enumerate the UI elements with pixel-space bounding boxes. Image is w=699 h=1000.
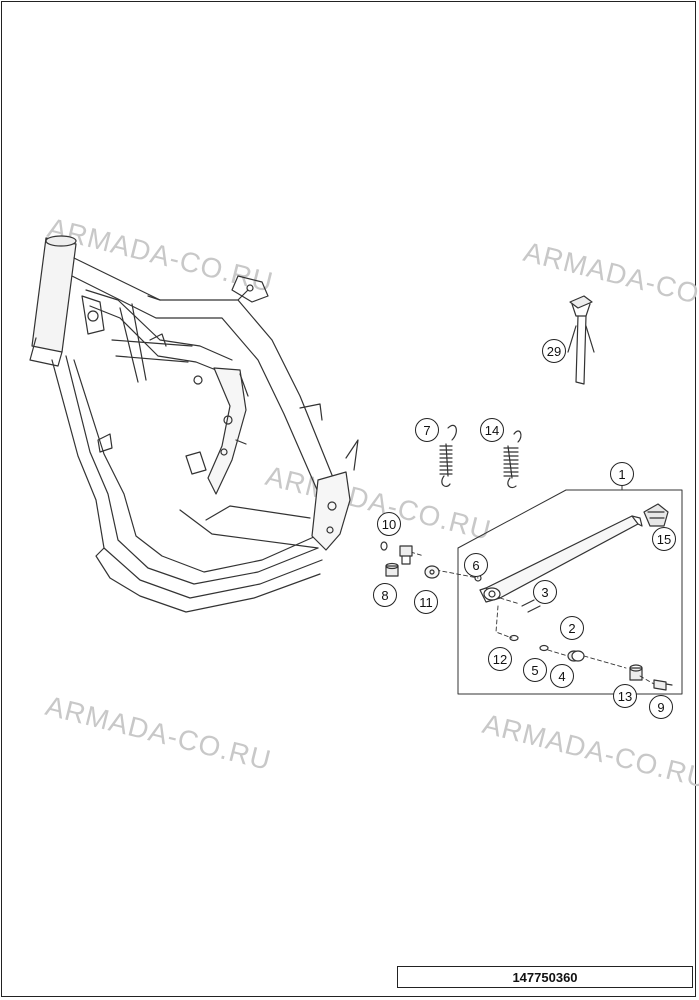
part-callout: 11 xyxy=(414,590,438,614)
rubber-stop-part xyxy=(643,503,669,527)
bushing-part xyxy=(629,664,643,681)
special-tool-part xyxy=(567,295,595,385)
spring-pin-part xyxy=(521,599,541,613)
bolt-part xyxy=(653,679,673,691)
part-callout: 3 xyxy=(533,580,557,604)
spring-part xyxy=(503,430,522,489)
washer-part xyxy=(509,634,519,642)
part-callout: 2 xyxy=(560,616,584,640)
part-callout: 7 xyxy=(415,418,439,442)
washer-part xyxy=(539,644,549,652)
bolt-part xyxy=(380,541,413,565)
part-callout: 9 xyxy=(649,695,673,719)
side-stand-leg xyxy=(479,515,643,603)
document-number: 147750360 xyxy=(397,966,693,988)
assembly-box xyxy=(457,489,683,695)
part-callout: 4 xyxy=(550,664,574,688)
part-callout: 13 xyxy=(613,684,637,708)
part-callout: 14 xyxy=(480,418,504,442)
washer-part xyxy=(424,565,440,579)
spring-part xyxy=(439,424,457,488)
part-callout: 10 xyxy=(377,512,401,536)
part-callout: 8 xyxy=(373,583,397,607)
part-callout: 12 xyxy=(488,647,512,671)
part-callout: 6 xyxy=(464,553,488,577)
part-callout: 1 xyxy=(610,462,634,486)
motorcycle-frame xyxy=(29,235,359,613)
nut-part xyxy=(385,562,399,577)
part-callout: 5 xyxy=(523,658,547,682)
part-callout: 15 xyxy=(652,527,676,551)
bushing-part xyxy=(567,650,585,662)
part-callout: 29 xyxy=(542,339,566,363)
